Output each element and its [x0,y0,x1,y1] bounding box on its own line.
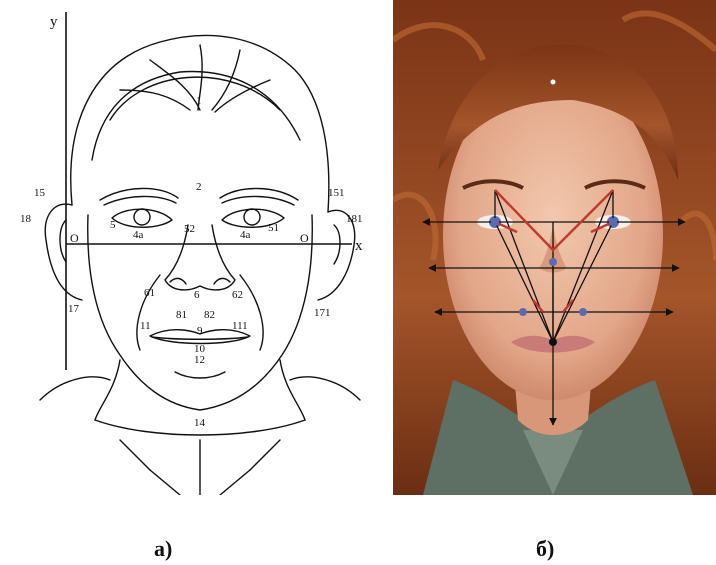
face-photo-illustration [393,0,716,495]
origin-right: O [300,231,309,245]
point-label: 12 [194,354,205,366]
male-face-diagram: y x O O 1 2 4a 4a 5 51 52 6 61 62 81 82 … [0,0,380,495]
point-label: 52 [184,223,195,235]
right-eyebrow [220,188,298,200]
x-axis-label: x [355,238,363,254]
point-label: 11 [140,320,151,332]
point-label: 2 [196,181,202,193]
face-sketch: y x O O 1 2 4a 4a 5 51 52 6 61 62 81 82 … [0,0,380,495]
left-eyebrow [100,188,178,200]
point-label: 5 [110,219,116,231]
neck [95,360,120,420]
y-axis-label: y [50,14,58,30]
nose [165,225,235,290]
point-label: 15 [34,187,46,199]
caption-a: а) [154,536,172,562]
left-ear [45,204,82,300]
point-label: 51 [268,222,279,234]
point-label: 151 [328,187,345,199]
point-label: 82 [204,309,215,321]
point-label: 4a [133,229,144,241]
point-label: 181 [346,213,363,225]
point-label: 9 [197,325,203,337]
point-label: 111 [232,320,248,332]
female-face-photo [393,0,716,495]
point-label: 4a [240,229,251,241]
point-label: 14 [194,417,206,429]
caption-b: б) [536,536,554,562]
point-label: 62 [232,289,243,301]
point-label: 6 [194,289,200,301]
point-label: 171 [314,307,331,319]
point-label: 61 [144,287,155,299]
origin-left: O [70,231,79,245]
point-label: 17 [68,303,80,315]
point-label: 18 [20,213,32,225]
point-label: 1 [196,95,202,107]
point-label: 81 [176,309,187,321]
